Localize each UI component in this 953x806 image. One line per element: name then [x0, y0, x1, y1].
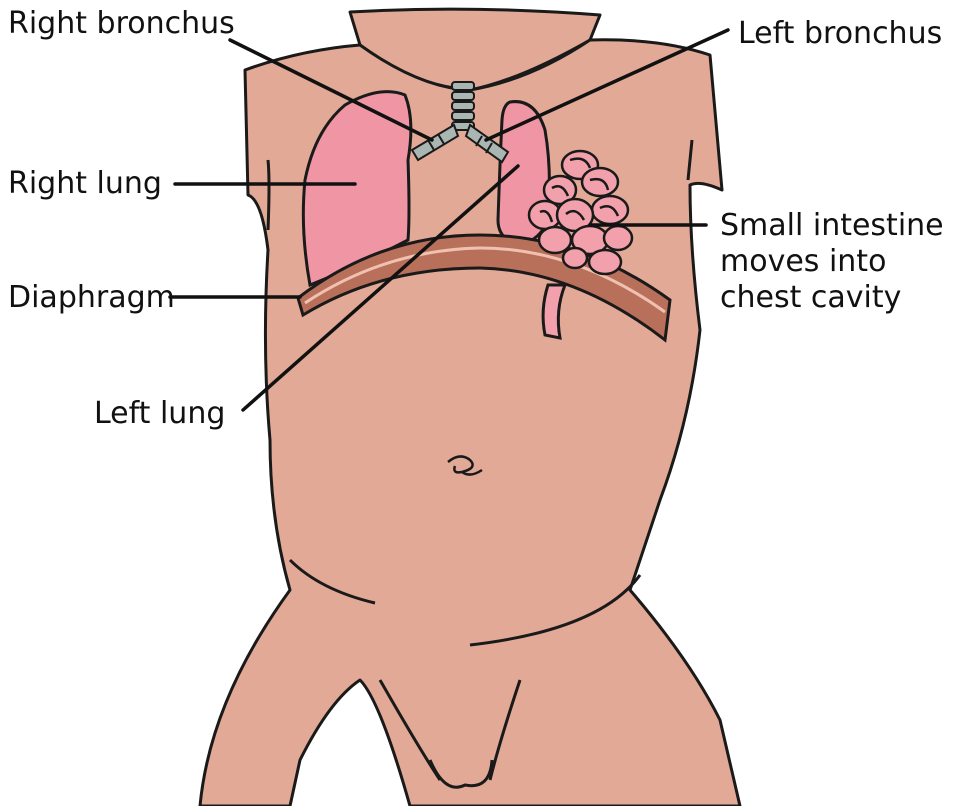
label-right-bronchus: Right bronchus — [8, 6, 235, 42]
label-small-intestine-line-1: Small intestine — [720, 208, 953, 244]
right-armpit-line — [268, 160, 269, 230]
label-diaphragm: Diaphragm — [8, 280, 175, 316]
label-small-intestine: Small intestine moves into chest cavity — [720, 208, 953, 316]
label-left-bronchus: Left bronchus — [738, 16, 942, 52]
label-left-lung: Left lung — [94, 396, 225, 432]
label-small-intestine-line-2: moves into — [720, 244, 953, 280]
torso — [200, 40, 740, 806]
label-right-lung: Right lung — [8, 166, 162, 202]
label-small-intestine-line-3: chest cavity — [720, 280, 953, 316]
